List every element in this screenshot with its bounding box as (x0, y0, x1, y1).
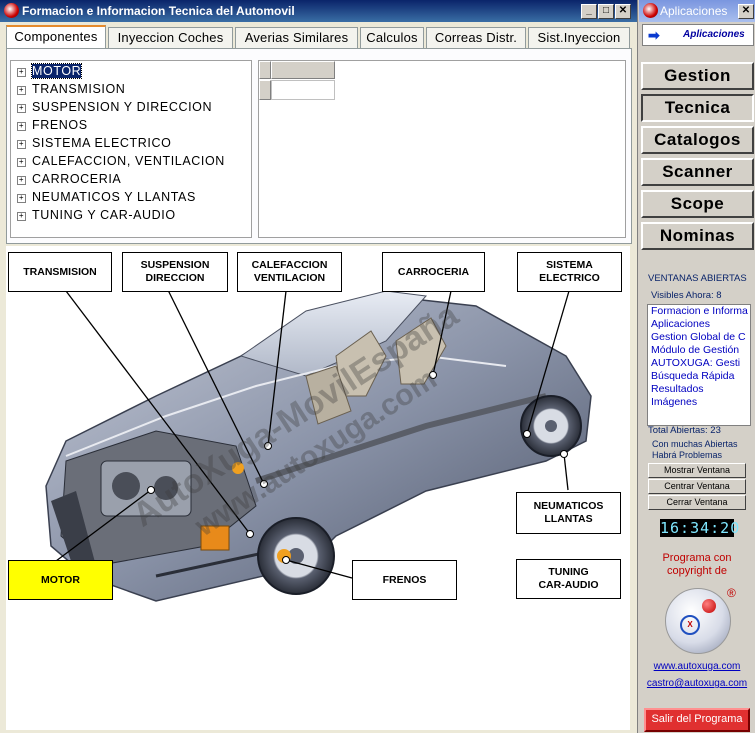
callout-motor[interactable]: MOTOR (8, 560, 113, 600)
open-windows-panel: VENTANAS ABIERTAS Visibles Ahora: 8 Form… (643, 266, 751, 472)
tree-item-carroceria[interactable]: + CARROCERIA (17, 170, 121, 188)
visible-count: Visibles Ahora: 8 (651, 290, 722, 301)
tree-item-motor[interactable]: + MOTOR (17, 62, 83, 80)
copyright-box: Programa con copyright de X ® www.autoxu… (643, 546, 751, 706)
callout-carroceria[interactable]: CARROCERIA (382, 252, 485, 292)
maximize-button[interactable]: □ (598, 4, 614, 19)
callout-suspension-direccion[interactable]: SUSPENSION DIRECCION (122, 252, 228, 292)
tree-item-frenos[interactable]: + FRENOS (17, 116, 88, 134)
close-window-button[interactable]: Cerrar Ventana (648, 495, 746, 510)
component-tree[interactable]: + MOTOR + TRANSMISION + SUSPENSION Y DIRECC… (10, 60, 252, 238)
email-link[interactable]: castro@autoxuga.com (646, 678, 748, 689)
tree-item-label: MOTOR (30, 63, 83, 79)
close-button[interactable]: ✕ (615, 4, 631, 19)
tree-item-label: SISTEMA ELECTRICO (32, 136, 172, 150)
tab-inyeccion-coches[interactable]: Inyeccion Coches (108, 27, 233, 48)
minimize-button[interactable]: _ (581, 4, 597, 19)
expand-icon[interactable]: + (17, 67, 26, 77)
arrow-right-icon: ➡ (648, 27, 660, 43)
clock-display: 16:34:20 (660, 519, 741, 537)
tab-calculos[interactable]: Calculos (360, 27, 424, 48)
callout-sistema-electrico[interactable]: SISTEMA ELECTRICO (517, 252, 622, 292)
tab-averias-similares[interactable]: Averias Similares (235, 27, 358, 48)
nav-scanner-button[interactable]: Scanner (641, 158, 754, 186)
grid-corner-cell (259, 61, 271, 79)
copyright-text: Programa con copyright de (662, 552, 732, 577)
autoxuga-logo-icon: X (665, 588, 731, 654)
expand-icon[interactable]: + (17, 175, 26, 185)
window-title: Formacion e Informacion Tecnica del Auto… (22, 4, 295, 18)
list-item[interactable]: AUTOXUGA: Gesti (651, 357, 741, 369)
side-title: Aplicaciones (660, 4, 728, 18)
nav-scope-button[interactable]: Scope (641, 190, 754, 218)
nav-gestion-button[interactable]: Gestion (641, 62, 754, 90)
grid-column-header[interactable] (271, 61, 335, 79)
open-windows-title: VENTANAS ABIERTAS (648, 273, 747, 284)
tab-sist-inyeccion[interactable]: Sist.Inyeccion (528, 27, 630, 48)
expand-icon[interactable]: + (17, 121, 26, 131)
main-titlebar[interactable]: Formacion e Informacion Tecnica del Auto… (0, 0, 637, 22)
callout-tuning-car-audio[interactable]: TUNING CAR-AUDIO (516, 559, 621, 599)
website-link[interactable]: www.autoxuga.com (653, 661, 741, 672)
registered-icon: ® (727, 586, 736, 600)
grid-row-header[interactable] (259, 80, 271, 100)
tree-item-label: NEUMATICOS Y LLANTAS (32, 190, 196, 204)
expand-icon[interactable]: + (17, 157, 26, 167)
nav-catalogos-button[interactable]: Catalogos (641, 126, 754, 154)
tree-item-transmision[interactable]: + TRANSMISION (17, 80, 125, 98)
nav-tecnica-button[interactable]: Tecnica (641, 94, 754, 122)
tree-item-label: CALEFACCION, VENTILACION (32, 154, 225, 168)
tree-item-label: CARROCERIA (32, 172, 122, 186)
exit-program-button[interactable]: Salir del Programa (644, 708, 750, 732)
tree-item-label: TUNING Y CAR-AUDIO (32, 208, 176, 222)
center-window-button[interactable]: Centrar Ventana (648, 479, 746, 494)
app-logo-icon (643, 3, 658, 18)
show-window-button[interactable]: Mostrar Ventana (648, 463, 746, 478)
expand-icon[interactable]: + (17, 139, 26, 149)
list-item[interactable]: Búsqueda Rápida (651, 370, 735, 382)
tab-componentes[interactable]: Componentes (6, 25, 106, 50)
applications-panel: Aplicaciones ✕ ➡ Aplicaciones Gestion Te… (639, 0, 755, 733)
applications-selector[interactable]: ➡ Aplicaciones (642, 24, 754, 46)
grid-cell[interactable] (271, 80, 335, 100)
list-item[interactable]: Formacion e Informa (651, 305, 748, 317)
list-item[interactable]: Aplicaciones (651, 318, 710, 330)
tree-item-label: SUSPENSION Y DIRECCION (32, 100, 213, 114)
callout-transmision[interactable]: TRANSMISION (8, 252, 112, 292)
tree-item-label: FRENOS (32, 118, 88, 132)
tree-item-suspension[interactable]: + SUSPENSION Y DIRECCION (17, 98, 212, 116)
detail-grid[interactable] (258, 60, 626, 238)
car-cutaway-illustration (45, 285, 592, 602)
side-close-button[interactable]: ✕ (738, 4, 754, 19)
side-titlebar[interactable]: Aplicaciones ✕ (639, 0, 755, 22)
callout-neumaticos-llantas[interactable]: NEUMATICOS LLANTAS (516, 492, 621, 534)
car-diagram: AutoXuga-MovilEspaña www.autoxuga.com TR… (6, 246, 630, 730)
tree-item-label: TRANSMISION (32, 82, 126, 96)
list-item[interactable]: Módulo de Gestión (651, 344, 740, 356)
expand-icon[interactable]: + (17, 103, 26, 113)
list-item[interactable]: Resultados (651, 383, 704, 395)
expand-icon[interactable]: + (17, 211, 26, 221)
too-many-warning: Con muchas Abiertas Habrá Problemas (652, 439, 738, 460)
callout-calefaccion-ventilacion[interactable]: CALEFACCION VENTILACION (237, 252, 342, 292)
main-window: Formacion e Informacion Tecnica del Auto… (0, 0, 638, 733)
total-open: Total Abiertas: 23 (648, 425, 721, 436)
app-logo-icon (4, 3, 19, 18)
expand-icon[interactable]: + (17, 193, 26, 203)
tree-item-tuning[interactable]: + TUNING Y CAR-AUDIO (17, 206, 176, 224)
list-item[interactable]: Gestion Global de C (651, 331, 746, 343)
nav-nominas-button[interactable]: Nominas (641, 222, 754, 250)
tree-item-neumaticos[interactable]: + NEUMATICOS Y LLANTAS (17, 188, 196, 206)
list-item[interactable]: Imágenes (651, 396, 698, 408)
open-windows-list[interactable]: Formacion e Informa Aplicaciones Gestion… (647, 304, 751, 426)
expand-icon[interactable]: + (17, 85, 26, 95)
tab-correas-distr[interactable]: Correas Distr. (426, 27, 526, 48)
callout-frenos[interactable]: FRENOS (352, 560, 457, 600)
tree-item-sistema-electrico[interactable]: + SISTEMA ELECTRICO (17, 134, 171, 152)
tree-item-calefaccion[interactable]: + CALEFACCION, VENTILACION (17, 152, 225, 170)
applications-label: Aplicaciones (683, 29, 745, 40)
